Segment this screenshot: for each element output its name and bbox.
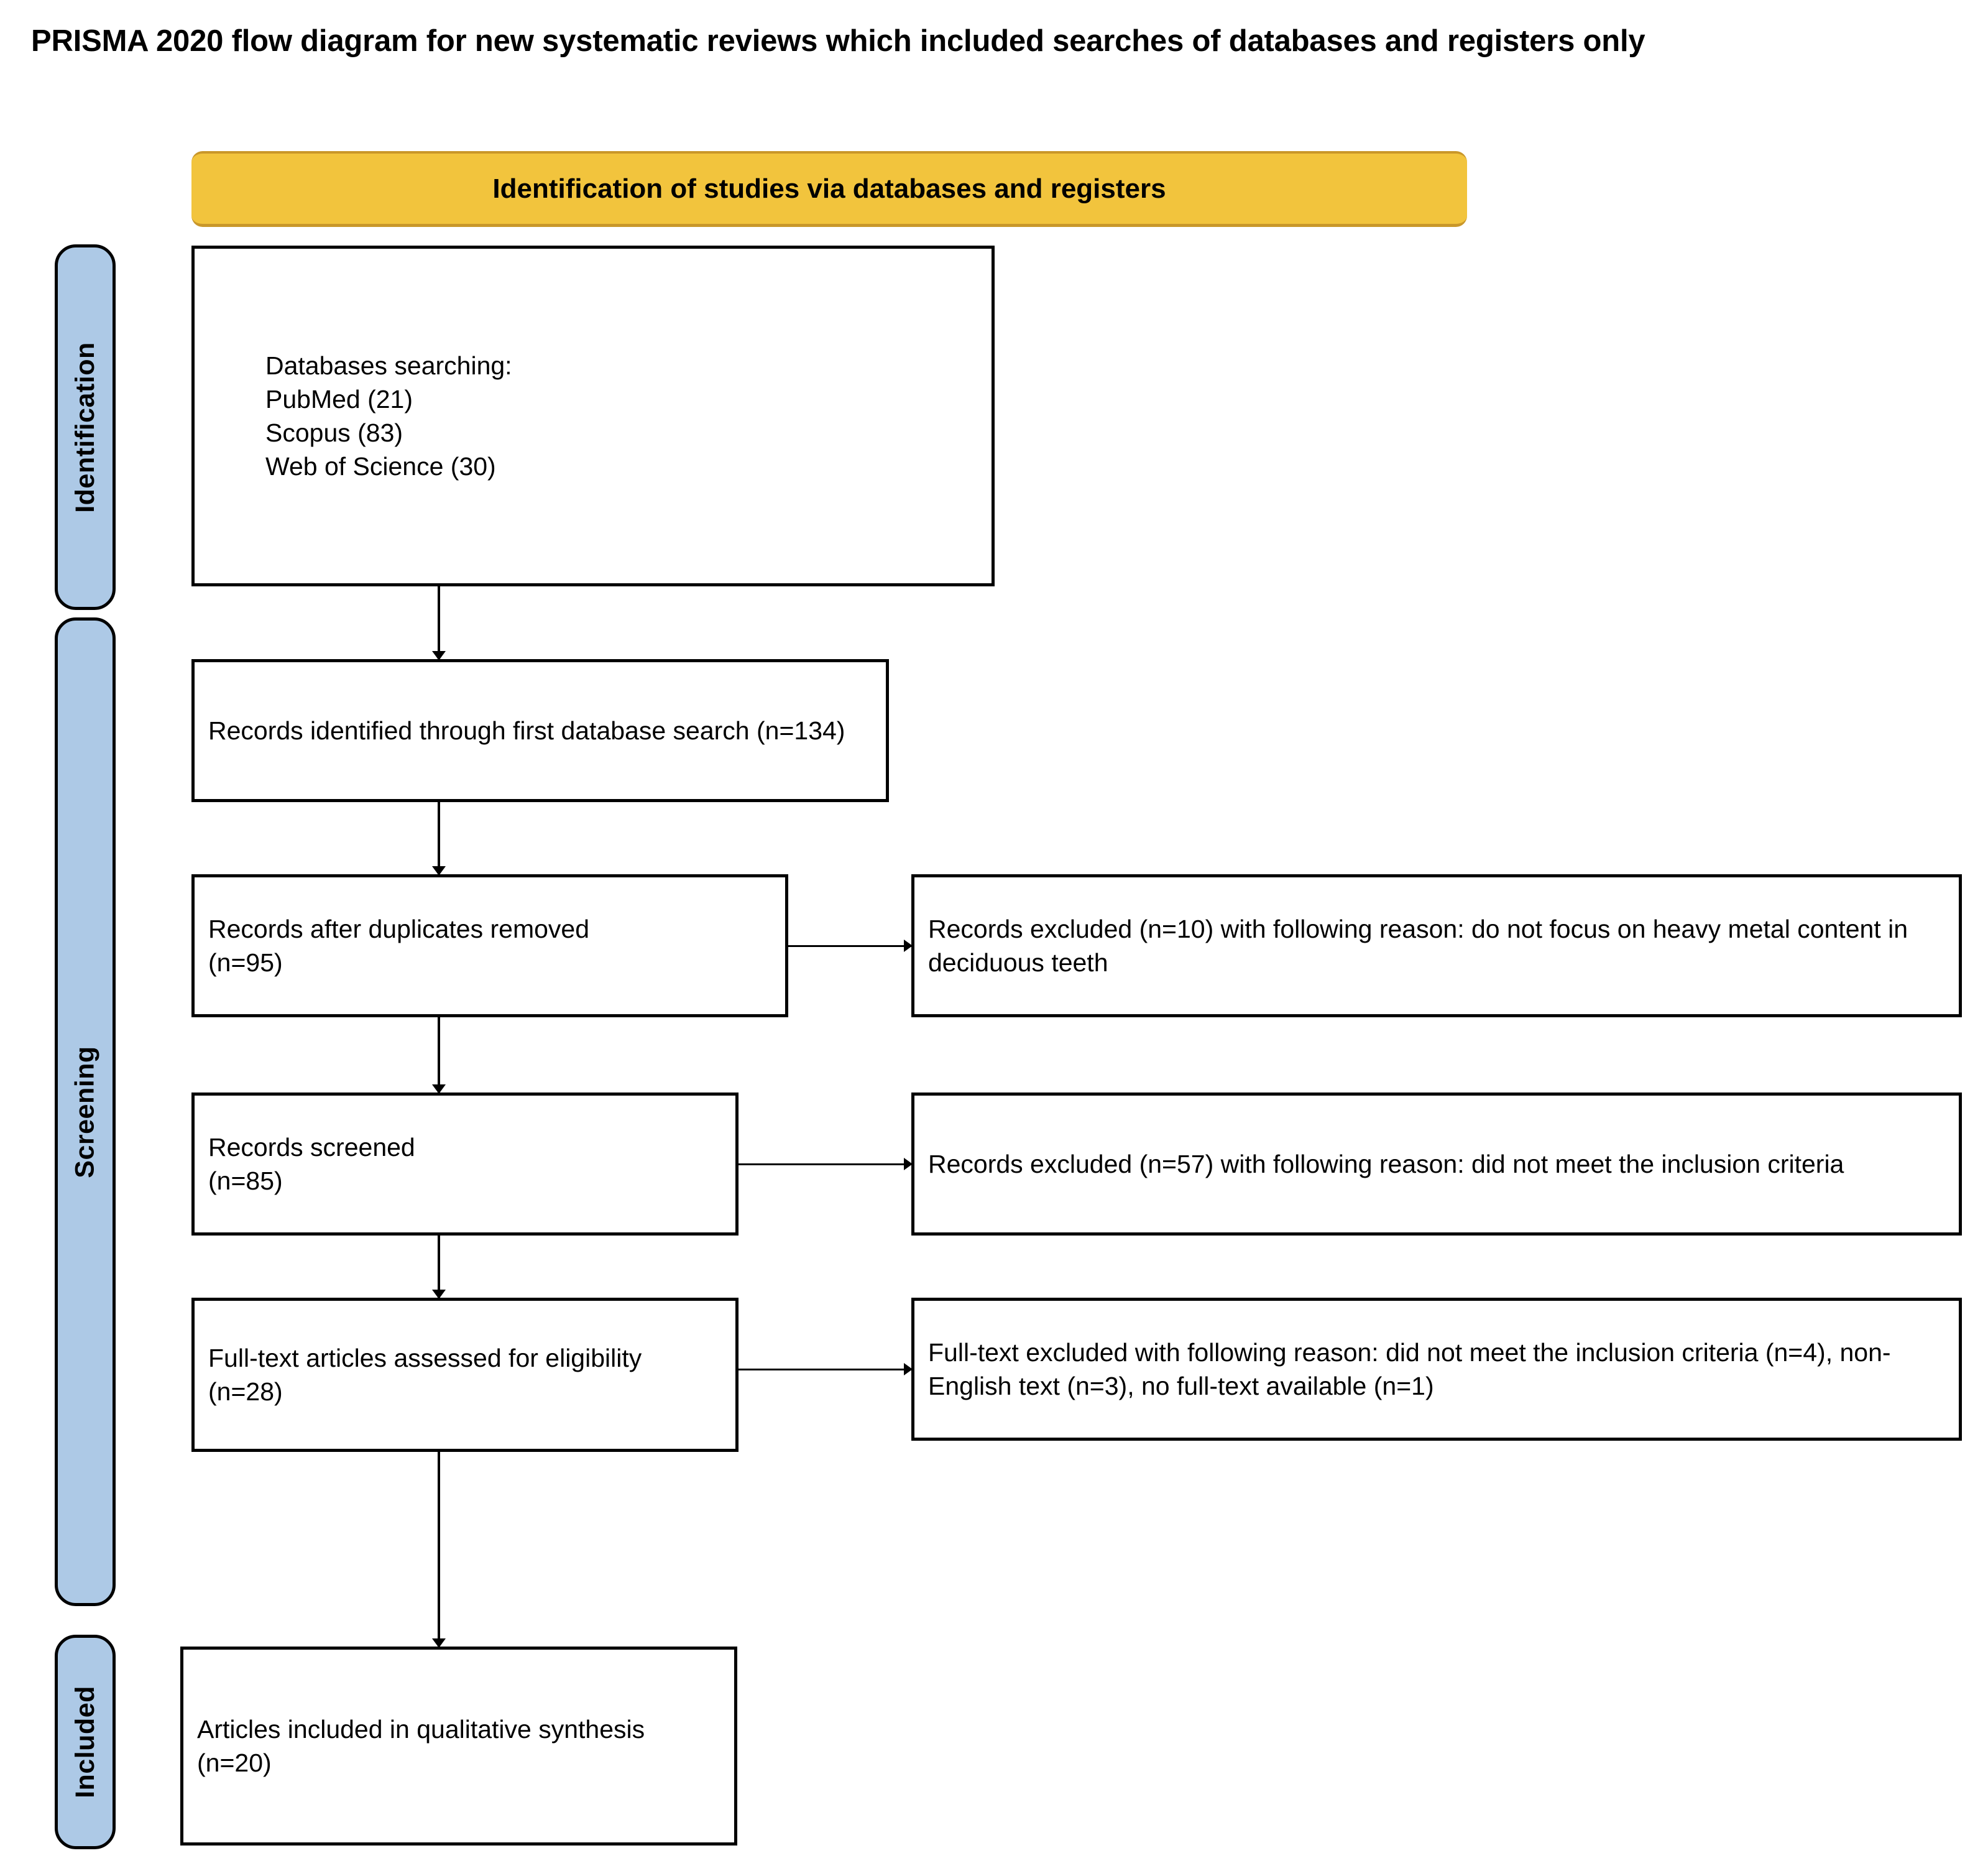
flow-box-records-excluded-1: Records excluded (n=10) with following r… <box>911 874 1962 1017</box>
flow-box-articles-included-text: Articles included in qualitative synthes… <box>197 1714 645 1777</box>
flow-box-databases-searching: Databases searching: PubMed (21) Scopus … <box>191 246 995 586</box>
side-band-screening: Screening <box>55 617 116 1606</box>
stage-header-identification: Identification of studies via databases … <box>191 151 1467 227</box>
arrow-identified-to-duplicates-removed <box>432 802 446 875</box>
stage-header-label: Identification of studies via databases … <box>492 173 1166 204</box>
flow-box-records-identified-text: Records identified through first databas… <box>208 716 845 745</box>
arrow-duplicates-removed-to-screened <box>432 1017 446 1094</box>
flow-box-records-excluded-2-text: Records excluded (n=57) with following r… <box>928 1149 1844 1178</box>
flow-box-articles-included: Articles included in qualitative synthes… <box>180 1647 737 1846</box>
side-band-identification: Identification <box>55 244 116 610</box>
flow-box-records-excluded-1-text: Records excluded (n=10) with following r… <box>928 914 1908 977</box>
side-band-included: Included <box>55 1635 116 1849</box>
arrow-screened-to-excluded-2 <box>739 1158 913 1170</box>
arrow-screened-to-fulltext <box>432 1236 446 1299</box>
flow-box-records-identified: Records identified through first databas… <box>191 659 889 802</box>
flow-box-records-after-duplicates-removed-text: Records after duplicates removed (n=95) <box>208 914 590 977</box>
flow-box-fulltext-excluded: Full-text excluded with following reason… <box>911 1298 1962 1441</box>
flow-box-records-excluded-2: Records excluded (n=57) with following r… <box>911 1093 1962 1236</box>
flow-box-records-screened: Records screened (n=85) <box>191 1093 739 1236</box>
side-band-label-included: Included <box>70 1686 100 1798</box>
flow-box-fulltext-excluded-text: Full-text excluded with following reason… <box>928 1337 1891 1400</box>
flow-box-fulltext-assessed: Full-text articles assessed for eligibil… <box>191 1298 739 1452</box>
arrow-databases-to-identified <box>432 586 446 660</box>
arrow-fulltext-to-excluded-3 <box>739 1363 913 1375</box>
flow-box-databases-searching-text: Databases searching: PubMed (21) Scopus … <box>265 351 512 481</box>
side-band-label-screening: Screening <box>70 1045 100 1178</box>
side-band-label-identification: Identification <box>70 341 100 513</box>
flow-box-records-after-duplicates-removed: Records after duplicates removed (n=95) <box>191 874 788 1017</box>
page-title: PRISMA 2020 flow diagram for new systema… <box>31 24 1645 58</box>
arrow-duplicates-removed-to-excluded-1 <box>788 940 913 952</box>
flow-box-records-screened-text: Records screened (n=85) <box>208 1132 415 1195</box>
arrow-fulltext-to-included <box>432 1452 446 1648</box>
flow-box-fulltext-assessed-text: Full-text articles assessed for eligibil… <box>208 1343 642 1406</box>
